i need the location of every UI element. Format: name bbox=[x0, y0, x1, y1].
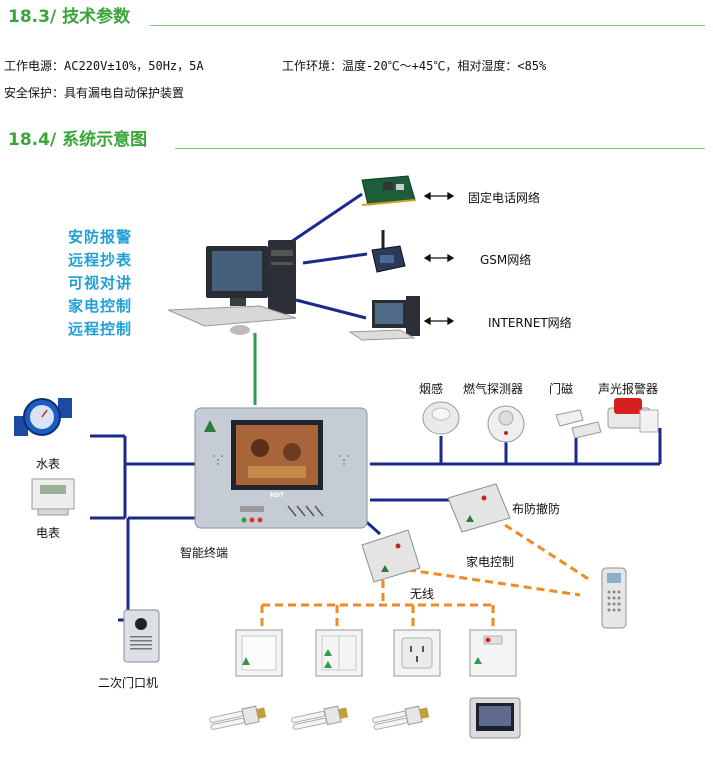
label-appliance-control: 家电控制 bbox=[466, 555, 515, 569]
label-door-unit: 二次门口机 bbox=[98, 676, 159, 690]
label-water-meter: 水表 bbox=[36, 457, 61, 471]
door-magnet-icon bbox=[555, 409, 602, 439]
label-internet-network: INTERNET网络 bbox=[488, 316, 572, 330]
arm-disarm-panel-icon bbox=[447, 483, 511, 533]
spec-environment: 工作环境：温度-20℃～+45℃，相对湿度：<85% bbox=[282, 59, 547, 73]
water-meter-icon bbox=[14, 398, 72, 436]
television-icon bbox=[469, 697, 521, 739]
label-smart-terminal: 智能终端 bbox=[180, 546, 229, 560]
network-card-icon bbox=[361, 175, 416, 206]
section-title-tech: 18.3/ 技术参数 bbox=[8, 7, 131, 27]
door-unit-icon bbox=[123, 609, 160, 663]
wall-dimmer-icon bbox=[469, 629, 517, 677]
label-wireless: 无线 bbox=[410, 587, 435, 601]
label-arm-disarm: 布防撤防 bbox=[512, 502, 561, 516]
gas-detector-icon bbox=[487, 405, 525, 443]
feature-item: 可视对讲 bbox=[68, 274, 133, 292]
wall-switch-single-icon bbox=[235, 629, 283, 677]
feature-item: 家电控制 bbox=[68, 297, 133, 315]
energy-saving-bulb-icon bbox=[209, 705, 267, 730]
label-fixed-line-network: 固定电话网络 bbox=[468, 191, 541, 205]
wireless-links bbox=[260, 523, 591, 630]
energy-saving-bulb-icon bbox=[291, 705, 349, 730]
feature-list: 安防报警 远程抄表 可视对讲 家电控制 远程控制 bbox=[68, 226, 132, 341]
label-door-magnet: 门磁 bbox=[549, 382, 574, 396]
device-bus bbox=[90, 428, 662, 622]
section-title-diagram: 18.4/ 系统示意图 bbox=[8, 130, 148, 150]
gsm-module-icon bbox=[371, 230, 406, 273]
label-electric-meter: 电表 bbox=[36, 526, 61, 540]
desktop-pc-icon bbox=[167, 240, 297, 335]
feature-item: 远程抄表 bbox=[68, 251, 133, 269]
energy-saving-bulb-icon bbox=[372, 705, 430, 730]
terminal-brand: HDT bbox=[270, 492, 285, 499]
label-siren: 声光报警器 bbox=[598, 382, 659, 396]
section-rule-tech bbox=[150, 25, 705, 26]
server-pc-icon bbox=[348, 296, 420, 341]
section-rule-diagram bbox=[175, 148, 705, 149]
remote-control-icon bbox=[601, 567, 627, 629]
feature-item: 安防报警 bbox=[68, 228, 133, 246]
smoke-detector-icon bbox=[422, 401, 460, 435]
siren-icon bbox=[607, 398, 659, 433]
label-smoke: 烟感 bbox=[419, 382, 444, 396]
wall-switch-double-icon bbox=[315, 629, 363, 677]
feature-item: 远程控制 bbox=[68, 320, 133, 338]
double-arrow-icons bbox=[423, 191, 455, 326]
network-links bbox=[284, 192, 368, 320]
label-gas-detector: 燃气探测器 bbox=[463, 382, 524, 396]
electric-meter-icon bbox=[31, 478, 75, 516]
appliance-control-panel-icon bbox=[361, 529, 421, 583]
smart-terminal-icon bbox=[194, 407, 368, 529]
wall-socket-icon bbox=[393, 629, 441, 677]
spec-power: 工作电源：AC220V±10%，50Hz，5A bbox=[4, 59, 204, 73]
spec-safety: 安全保护：具有漏电自动保护装置 bbox=[4, 86, 185, 100]
label-gsm-network: GSM网络 bbox=[480, 253, 532, 267]
